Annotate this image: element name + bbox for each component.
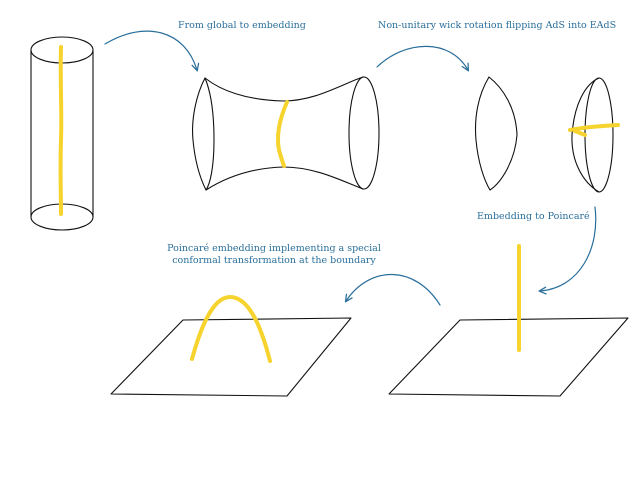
geodesic-embedding <box>276 100 289 168</box>
embedding-hyperboloid <box>192 76 380 191</box>
geodesic-global <box>58 45 64 216</box>
eads-left-cap <box>475 76 518 191</box>
arrow-wick-rotation <box>376 45 468 70</box>
global-ads-cylinder <box>30 36 94 231</box>
label-global-to-embedding: From global to embedding <box>178 20 306 31</box>
poincare-plane-straight <box>388 244 629 397</box>
geodesic-eads <box>568 123 620 132</box>
geodesic-poincare-arc <box>190 295 272 363</box>
hyperboloid-right-rim <box>348 76 380 190</box>
poincare-plane-arc <box>110 295 352 397</box>
arrow-global-to-embedding <box>104 30 197 70</box>
label-poincare-special-line2: conformal transformation at the boundary <box>172 255 376 266</box>
eads-right-cap <box>571 77 600 193</box>
hyperboloid-top-edge <box>204 76 364 102</box>
label-wick-rotation: Non-unitary wick rotation flipping AdS i… <box>378 20 617 31</box>
eads-right-rim <box>584 77 614 193</box>
label-poincare-special-line1: Poincaré embedding implementing a specia… <box>167 243 381 254</box>
geodesic-eads-tick <box>573 129 587 137</box>
eads-sheets <box>475 76 620 193</box>
label-embedding-to-poincare: Embedding to Poincaré <box>477 211 590 222</box>
hyperboloid-left-rim <box>192 77 215 191</box>
arrow-embedding-to-poincare <box>540 206 597 291</box>
poincare-plane-right <box>388 317 629 397</box>
poincare-plane-left <box>110 317 352 397</box>
label-poincare-special: Poincaré embedding implementing a specia… <box>158 243 390 267</box>
hyperboloid-bottom-edge <box>205 166 364 191</box>
arrow-poincare-special <box>346 273 441 306</box>
